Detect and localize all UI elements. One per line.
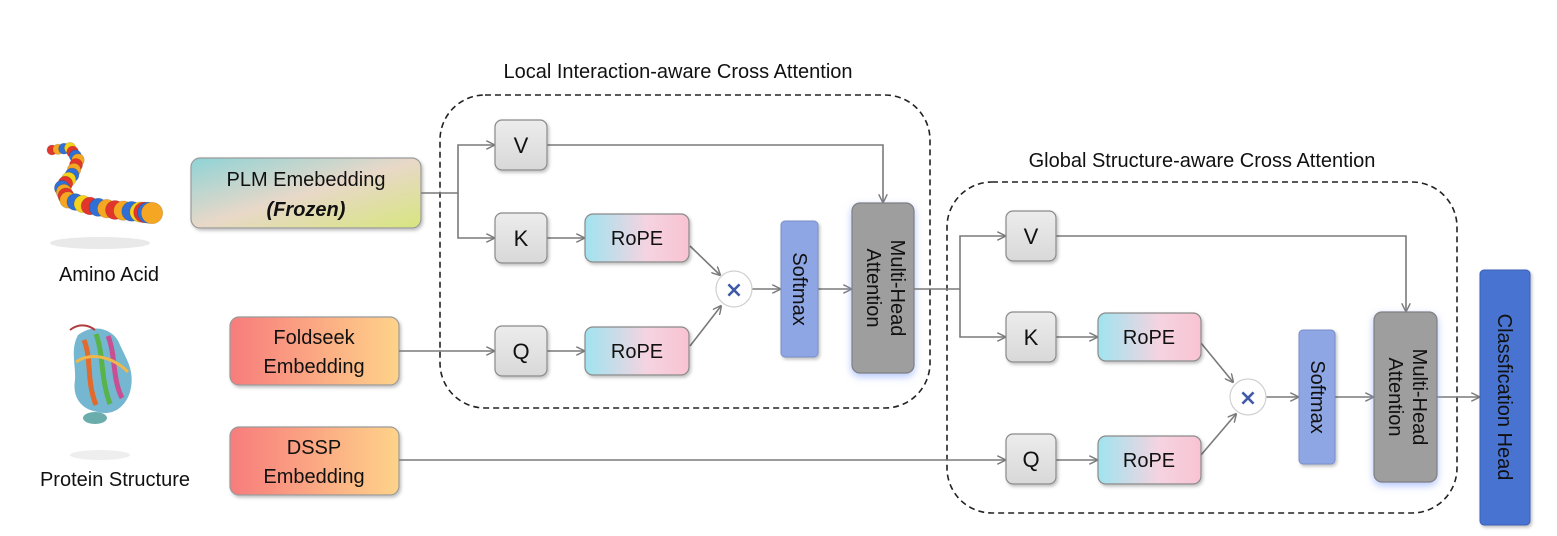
local-rope-k-box: RoPE [584, 213, 690, 263]
local-multiply-icon: × [715, 270, 753, 308]
svg-text:V: V [514, 133, 529, 158]
svg-text:×: × [725, 278, 743, 303]
dssp-embedding-box: DSSP Embedding [229, 426, 400, 496]
local-softmax-box: Softmax [780, 220, 819, 358]
svg-text:(Frozen): (Frozen) [267, 199, 346, 221]
svg-text:Multi-Head: Multi-Head [1408, 349, 1430, 446]
amino-acid-chain-icon [46, 141, 164, 249]
svg-text:Attention: Attention [862, 249, 884, 328]
global-rope-k-box: RoPE [1097, 312, 1202, 362]
svg-text:Softmax: Softmax [788, 252, 810, 325]
svg-text:Q: Q [512, 339, 529, 364]
svg-text:Foldseek: Foldseek [273, 327, 355, 349]
svg-text:Multi-Head: Multi-Head [886, 240, 908, 337]
local-q-box: Q [494, 325, 548, 377]
svg-text:K: K [514, 226, 529, 251]
svg-text:Softmax: Softmax [1306, 360, 1328, 433]
global-rope-q-box: RoPE [1097, 435, 1202, 485]
svg-text:×: × [1239, 386, 1257, 411]
svg-text:K: K [1024, 325, 1039, 350]
svg-text:RoPE: RoPE [1123, 450, 1175, 472]
local-v-box: V [494, 119, 548, 171]
protein-structure-label: Protein Structure [40, 469, 190, 491]
global-attention-title: Global Structure-aware Cross Attention [1029, 150, 1376, 172]
global-q-box: Q [1005, 433, 1057, 485]
svg-text:DSSP: DSSP [287, 437, 341, 459]
local-mha-box: Multi-Head Attention [851, 202, 915, 374]
svg-text:PLM Emebedding: PLM Emebedding [227, 169, 386, 191]
global-connectors [399, 236, 1479, 460]
protein-structure-icon [69, 324, 132, 460]
svg-text:RoPE: RoPE [611, 228, 663, 250]
local-k-box: K [494, 212, 548, 264]
svg-text:Classfication Head: Classfication Head [1493, 314, 1515, 481]
global-multiply-icon: × [1229, 378, 1267, 416]
global-softmax-box: Softmax [1298, 329, 1336, 465]
local-attention-title: Local Interaction-aware Cross Attention [503, 61, 852, 83]
amino-acid-label: Amino Acid [59, 264, 159, 286]
svg-text:RoPE: RoPE [1123, 327, 1175, 349]
foldseek-embedding-box: Foldseek Embedding [229, 316, 400, 386]
local-rope-q-box: RoPE [584, 326, 690, 376]
global-v-box: V [1005, 210, 1057, 262]
classification-head-box: Classfication Head [1479, 269, 1531, 526]
local-connectors [399, 145, 883, 351]
svg-text:V: V [1024, 224, 1039, 249]
global-mha-box: Multi-Head Attention [1373, 311, 1438, 483]
svg-text:Embedding: Embedding [263, 466, 364, 488]
svg-text:RoPE: RoPE [611, 341, 663, 363]
plm-embedding-box: PLM Emebedding (Frozen) [190, 157, 422, 229]
global-attention-frame [946, 181, 1458, 514]
global-k-box: K [1005, 311, 1057, 363]
svg-text:Attention: Attention [1384, 358, 1406, 437]
svg-text:Embedding: Embedding [263, 356, 364, 378]
svg-text:Q: Q [1022, 447, 1039, 472]
local-attention-frame [439, 94, 931, 409]
